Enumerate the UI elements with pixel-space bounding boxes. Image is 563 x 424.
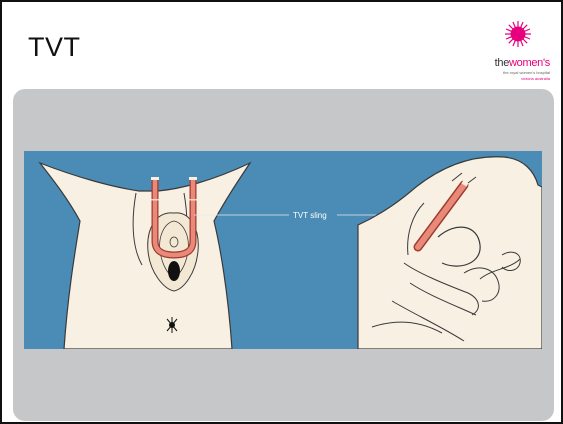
anatomy-front-view	[40, 163, 250, 349]
logo-tagline-location: victoria australia	[484, 76, 550, 81]
logo-name: thewomen's	[484, 57, 550, 69]
logo-name-womens: women's	[509, 57, 550, 69]
anatomy-side-view	[358, 157, 542, 349]
logo-starburst-icon	[504, 20, 532, 48]
logo-name-the: the	[495, 57, 509, 69]
slide-title: TVT	[28, 32, 81, 63]
sling-label: TVT sling	[293, 211, 327, 220]
logo-tagline: the royal women's hospital	[478, 70, 550, 75]
tvt-figure: TVT sling	[24, 151, 542, 349]
logo: thewomen's the royal women's hospital vi…	[484, 20, 554, 90]
